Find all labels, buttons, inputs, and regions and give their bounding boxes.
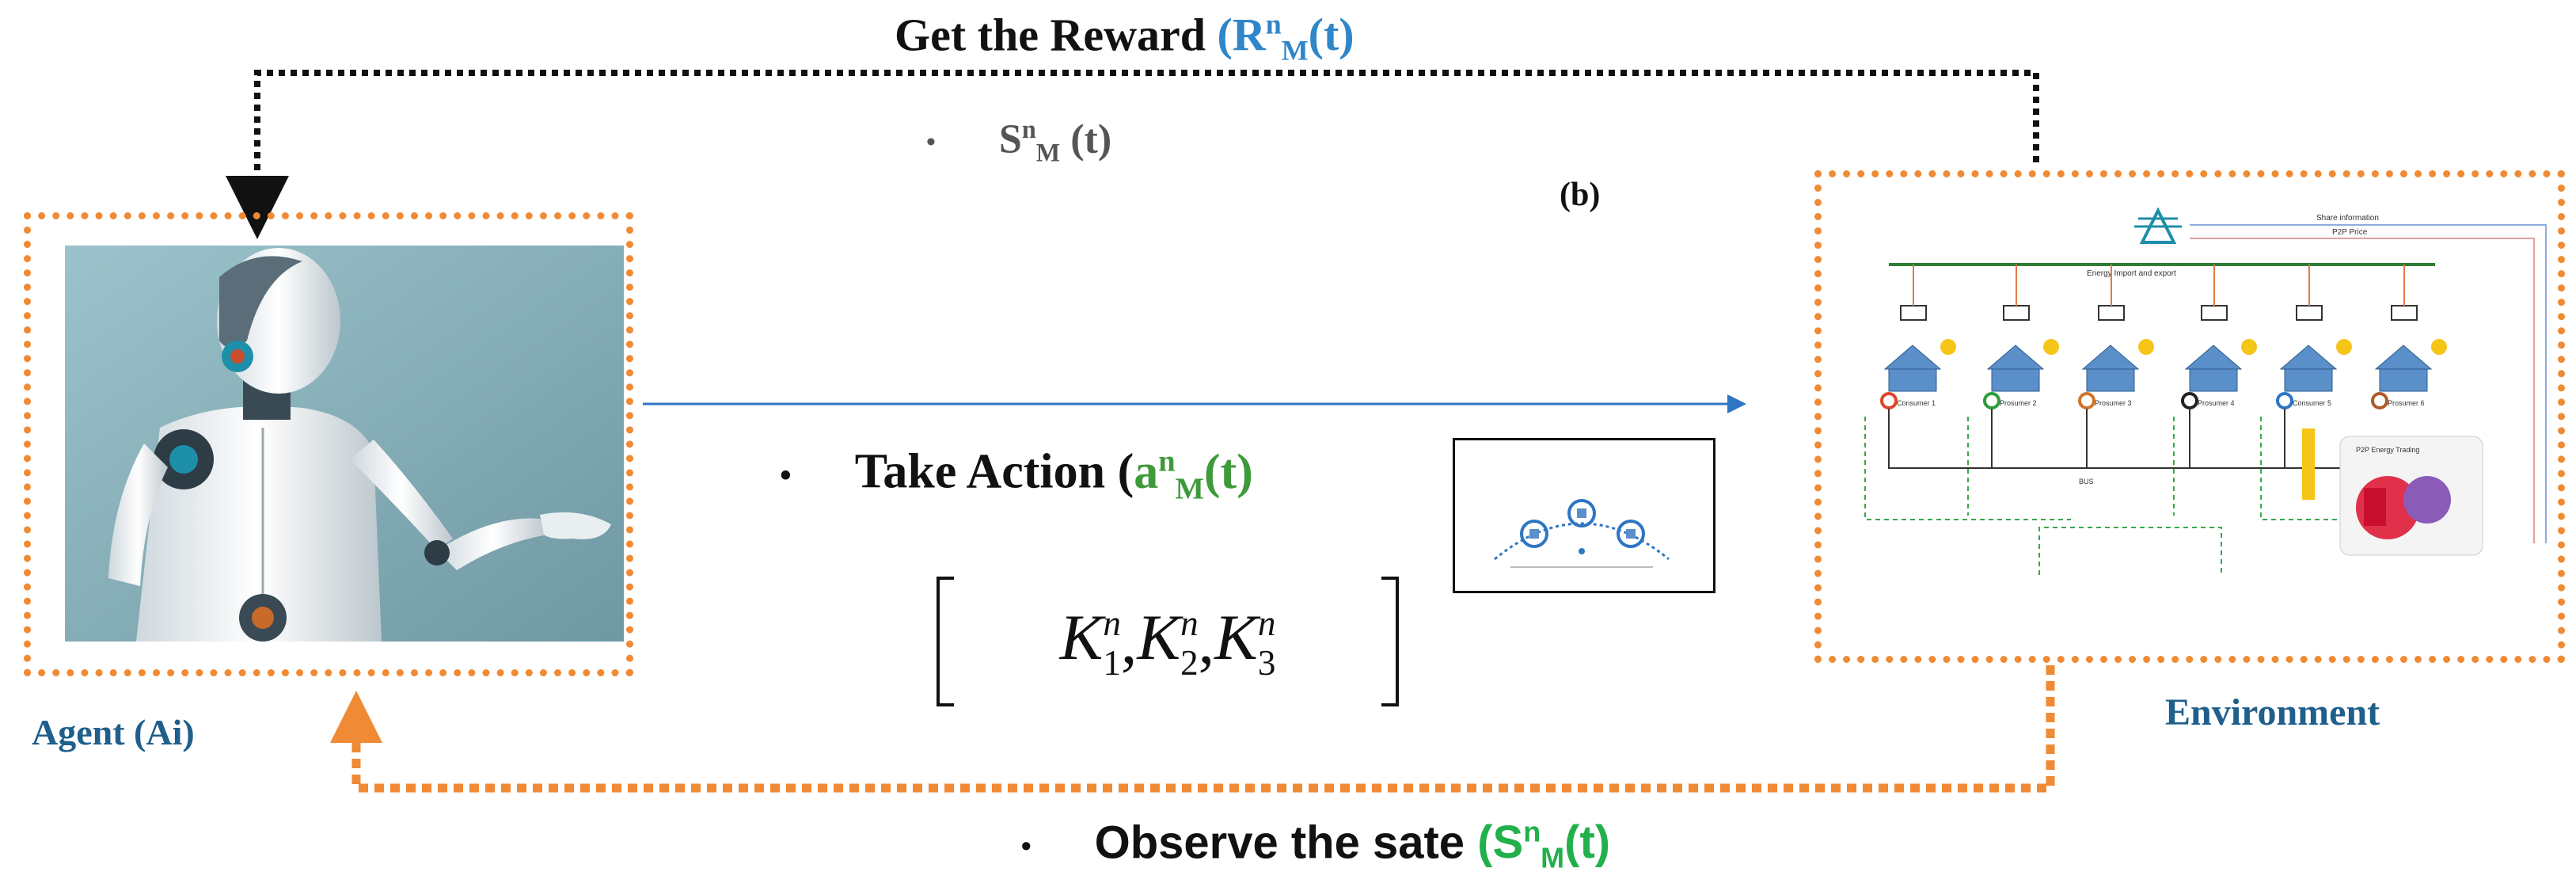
agent-label: Agent (Ai) (32, 712, 195, 752)
action-label: •Take Action (anM(t) (780, 444, 1253, 506)
reward-arrow (226, 70, 2039, 239)
state-bullet: • (926, 128, 936, 158)
svg-text:Consumer 5: Consumer 5 (2293, 399, 2331, 407)
action-symbol: anM(t) (1134, 444, 1253, 506)
house-icons (1883, 339, 2447, 392)
robot-image (65, 246, 624, 642)
svg-text:Prosumer 6: Prosumer 6 (2388, 399, 2425, 407)
right-bracket (1381, 577, 1399, 706)
panel-b-label: (b) (1560, 177, 1601, 213)
inset-thumbnail (1453, 438, 1715, 593)
state-label: •SnM (t) (926, 115, 1112, 167)
svg-text:Prosumer 4: Prosumer 4 (2198, 399, 2235, 407)
environment-label: Environment (2165, 691, 2380, 733)
agent-frame (24, 212, 633, 676)
svg-text:Share information: Share information (2316, 214, 2379, 223)
power-pylon-icon (2134, 207, 2182, 244)
observe-symbol: (SnM(t) (1477, 816, 1611, 874)
svg-text:P2P Price: P2P Price (2332, 228, 2368, 237)
reward-symbol: (RnM(t) (1217, 9, 1354, 67)
svg-text:Energy Import and export: Energy Import and export (2087, 269, 2176, 278)
svg-text:Consumer 1: Consumer 1 (1897, 399, 1936, 407)
observe-arrow (330, 665, 2055, 793)
left-bracket (937, 577, 954, 706)
observe-label: •Observe the sate (SnM(t) (1021, 816, 1611, 874)
action-bullet: • (780, 458, 792, 495)
svg-text:Prosumer 3: Prosumer 3 (2095, 399, 2132, 407)
reward-prefix: Get the Reward (895, 9, 1218, 61)
svg-text:Prosumer 2: Prosumer 2 (2000, 399, 2037, 407)
observe-bullet: • (1021, 829, 1032, 862)
environment-schematic: Share information P2P Price Energy Impor… (1841, 203, 2576, 575)
environment-frame (1814, 170, 2565, 663)
svg-text:BUS: BUS (2079, 478, 2094, 485)
reward-label: Get the Reward (RnM(t) (895, 8, 1354, 67)
svg-text:P2P Energy Trading: P2P Energy Trading (2356, 446, 2419, 454)
